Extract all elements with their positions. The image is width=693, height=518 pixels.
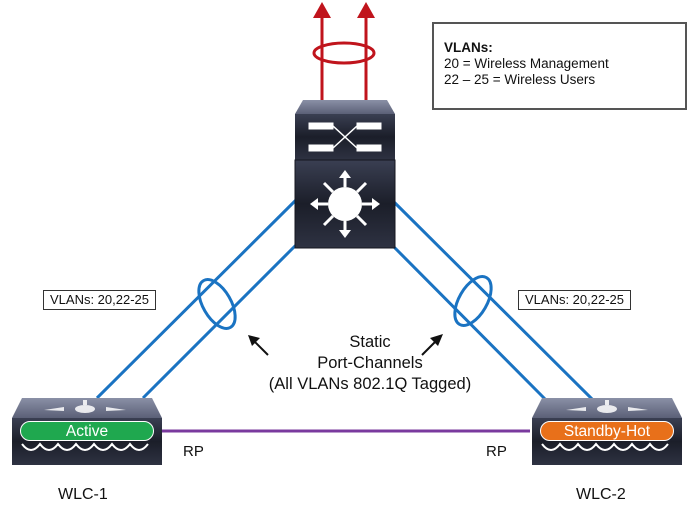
wlc1-status-badge: Active	[20, 421, 154, 441]
rp-label-right: RP	[486, 443, 507, 460]
crossbar-glyph-icon	[308, 122, 382, 152]
uplink-port-channel	[312, 2, 376, 100]
trunk-line	[95, 198, 298, 400]
port-channel-ring	[197, 278, 237, 330]
wlc-ports	[21, 442, 149, 451]
port-channel-label-line: Static	[349, 333, 391, 351]
right-vlan-tag: VLANs: 20,22-25	[518, 290, 632, 310]
wlc1-label: WLC-1	[58, 486, 108, 503]
legend-line: 22 – 25 = Wireless Users	[444, 72, 596, 87]
port-channel-label-line: Port-Channels	[317, 354, 423, 372]
wlc2-label: WLC-2	[576, 486, 626, 503]
trunk-line	[141, 243, 298, 400]
trunk-line	[390, 198, 595, 402]
legend-line: 20 = Wireless Management	[444, 56, 609, 71]
port-channel-label-line: (All VLANs 802.1Q Tagged)	[268, 375, 472, 393]
wlc-glyph-icon	[566, 400, 648, 413]
arrow-head-icon	[430, 334, 443, 346]
port-channel-label: Static Port-Channels (All VLANs 802.1Q T…	[265, 332, 475, 395]
right-port-channel	[390, 198, 595, 402]
vlan-legend: VLANs: 20 = Wireless Management 22 – 25 …	[432, 22, 687, 110]
legend-title: VLANs:	[444, 40, 493, 55]
callout-arrow-right	[421, 334, 443, 356]
uplink-arrow-icon	[313, 2, 331, 18]
wlc-ports	[541, 442, 669, 451]
callout-arrow-left	[248, 335, 269, 356]
rp-label-left: RP	[183, 443, 204, 460]
port-channel-ring	[453, 275, 493, 327]
left-vlan-tag: VLANs: 20,22-25	[43, 290, 157, 310]
routing-glyph-icon	[310, 170, 380, 238]
uplink-bundle-ring	[312, 41, 376, 65]
uplink-arrow-icon	[357, 2, 375, 18]
arrow-head-icon	[248, 335, 260, 346]
wlc2-status-badge: Standby-Hot	[540, 421, 674, 441]
wlc-glyph-icon	[44, 400, 126, 413]
left-port-channel	[95, 198, 298, 400]
core-switch-icon[interactable]	[294, 100, 396, 249]
